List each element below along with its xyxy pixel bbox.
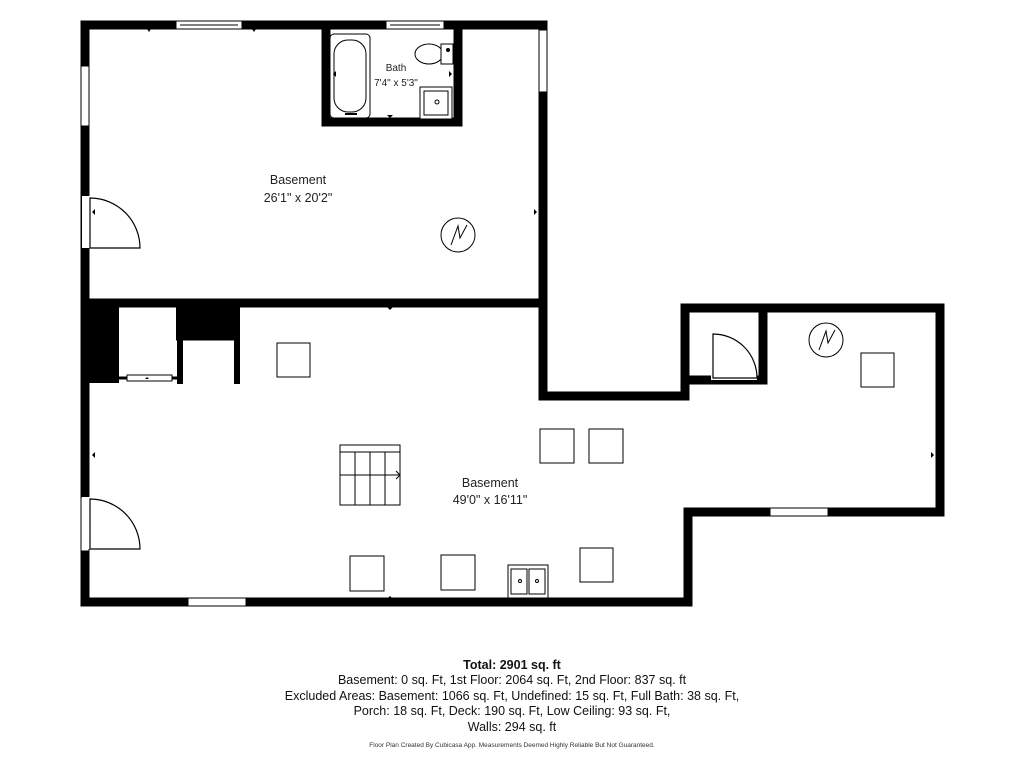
appliances — [276, 342, 895, 599]
window — [80, 65, 90, 127]
bath-wall — [321, 25, 463, 127]
markers — [92, 29, 934, 599]
outer-wall — [80, 20, 945, 607]
area-summary: Total: 2901 sq. ft Basement: 0 sq. Ft, 1… — [0, 658, 1024, 735]
door-swing — [89, 498, 141, 550]
summary-line-4: Walls: 294 sq. ft — [467, 719, 557, 734]
summary-line-1: Basement: 0 sq. Ft, 1st Floor: 2064 sq. … — [337, 673, 687, 688]
stairs — [339, 444, 401, 506]
floor-plan: Bath 7'4" x 5'3" Basement 26'1" x 20'2" … — [80, 20, 945, 607]
doors — [82, 196, 758, 550]
appliance — [276, 342, 311, 378]
appliance — [579, 547, 614, 583]
summary-line-2: Excluded Areas: Basement: 1066 sq. Ft, U… — [284, 688, 740, 703]
room-dims-bath: 7'4" x 5'3" — [374, 78, 418, 89]
window — [187, 597, 247, 607]
disclaimer: Floor Plan Created By Cubicasa App. Meas… — [369, 742, 655, 749]
appliance — [539, 428, 575, 464]
appliance — [349, 555, 385, 592]
wall-block — [176, 303, 240, 339]
appliance — [860, 352, 895, 388]
water-heater — [440, 217, 476, 253]
door-swing — [712, 333, 758, 379]
toilet — [414, 43, 444, 65]
door-swing — [89, 197, 141, 249]
summary-total: Total: 2901 sq. ft — [463, 658, 561, 672]
window — [769, 507, 829, 517]
water-heaters — [440, 217, 844, 358]
summary-line-3: Porch: 18 sq. Ft, Deck: 190 sq. Ft, Low … — [353, 704, 671, 719]
wall-block — [85, 303, 119, 383]
room-name-bath: Bath — [386, 63, 407, 74]
bath-fixtures — [329, 33, 454, 120]
room-name-basement-upper: Basement — [270, 173, 327, 187]
water-heater — [808, 322, 844, 358]
room-dims-basement-lower: 49'0" x 16'11" — [453, 493, 528, 507]
room-name-basement-lower: Basement — [462, 476, 519, 490]
window — [538, 29, 548, 93]
appliance — [588, 428, 624, 464]
appliance — [440, 554, 476, 591]
opening — [126, 374, 173, 382]
room-dims-basement-upper: 26'1" x 20'2" — [264, 191, 333, 205]
